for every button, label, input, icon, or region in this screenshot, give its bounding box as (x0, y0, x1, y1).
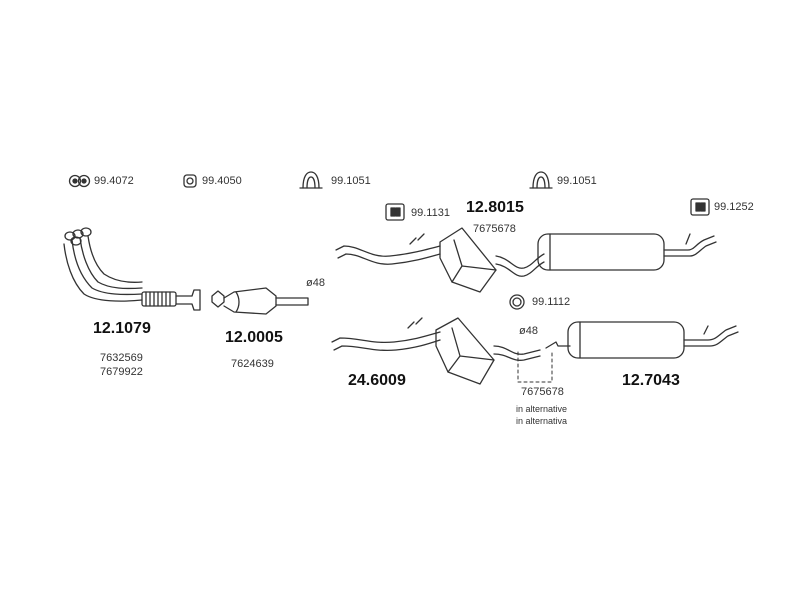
oem-number: 7632569 (100, 352, 143, 364)
part-number: 12.8015 (466, 199, 524, 216)
accessory-code: 99.1051 (331, 175, 371, 187)
rubber-mount-icon (690, 198, 710, 216)
u-clamp-icon (299, 171, 323, 189)
accessory-code: 99.1112 (532, 296, 571, 308)
accessory-code: 99.1051 (557, 175, 597, 187)
catalytic-converter-drawing (211, 287, 309, 315)
front-pipe-drawing (63, 227, 201, 311)
part-number: 12.0005 (225, 329, 283, 346)
center-silencer-upper-drawing (335, 227, 545, 293)
alternative-note-it: in alternativa (516, 416, 568, 426)
u-clamp-icon (529, 171, 553, 189)
ring-gasket-icon (509, 294, 525, 310)
rear-silencer-lower-drawing (545, 321, 739, 359)
oem-number: 7679922 (100, 366, 143, 378)
square-gasket-icon (183, 174, 197, 188)
accessory-code: 99.1131 (411, 207, 450, 219)
accessory-code: 99.4050 (202, 175, 242, 187)
alternative-dashed-bracket (517, 351, 553, 383)
part-number: 12.1079 (93, 320, 151, 337)
alternative-note-en: in alternative (516, 404, 568, 414)
double-ring-gasket-icon (68, 174, 91, 188)
pipe-diameter: ø48 (306, 277, 325, 289)
rubber-mount-icon (385, 203, 405, 221)
accessory-code: 99.4072 (94, 175, 134, 187)
rear-silencer-upper-drawing (537, 233, 717, 271)
accessory-code: 99.1252 (714, 201, 754, 213)
part-number: 12.7043 (622, 372, 680, 389)
oem-number: 7675678 (473, 223, 516, 235)
part-number: 24.6009 (348, 372, 406, 389)
center-silencer-lower-drawing (331, 317, 541, 385)
oem-number: 7624639 (231, 358, 274, 370)
pipe-diameter: ø48 (519, 325, 538, 337)
alternative-oem-number: 7675678 (521, 386, 564, 398)
